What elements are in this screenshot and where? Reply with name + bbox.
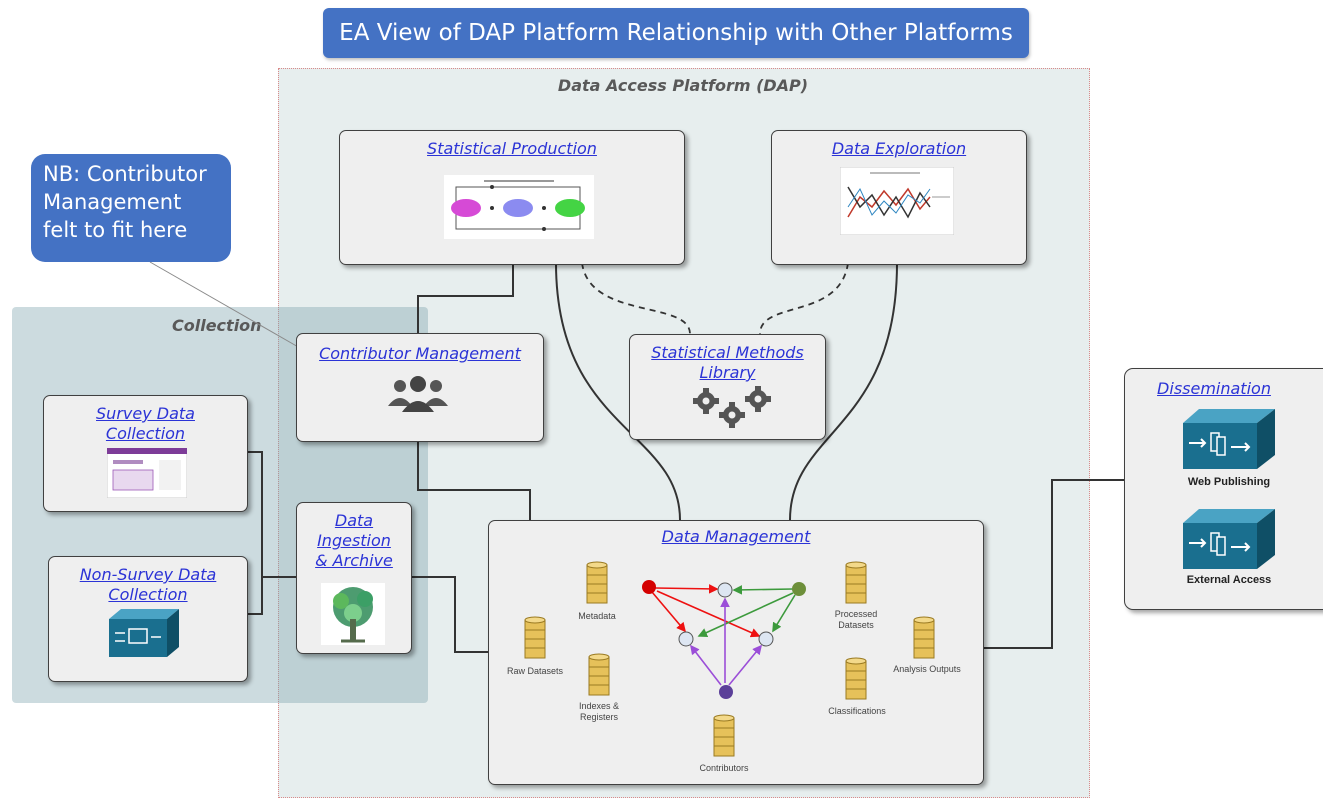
callout-pointer-line xyxy=(149,261,301,349)
metadata-label: Metadata xyxy=(578,611,616,621)
data-ingestion-archive-link[interactable]: Data Ingestion & Archive xyxy=(297,511,411,571)
dissemination-box[interactable]: Dissemination Web Publishing External Ac… xyxy=(1124,368,1323,610)
tree-network-icon xyxy=(321,583,385,645)
note-callout-line: Management xyxy=(43,190,182,214)
processed-datasets-label: Processed Datasets xyxy=(823,609,889,631)
processed-datasets-line: Datasets xyxy=(838,620,874,630)
process-flow-thumbnail xyxy=(444,175,594,239)
diagram-title: EA View of DAP Platform Relationship wit… xyxy=(323,8,1029,58)
non-survey-data-collection-line: Collection xyxy=(108,585,188,604)
note-callout: NB: Contributor Management felt to fit h… xyxy=(31,154,231,262)
statistical-production-link[interactable]: Statistical Production xyxy=(427,139,597,158)
link-collection-bracket xyxy=(246,451,263,615)
external-access-label: External Access xyxy=(1186,574,1272,586)
raw-datasets-database-icon xyxy=(524,616,546,659)
data-relationship-graph xyxy=(642,580,806,699)
raw-datasets-label: Raw Datasets xyxy=(506,666,564,676)
link-production-data-management xyxy=(555,262,681,521)
dissemination-link[interactable]: Dissemination xyxy=(1157,379,1271,398)
statistical-methods-line: Library xyxy=(699,363,756,382)
survey-form-thumbnail xyxy=(107,448,187,498)
link-data-management-dissemination xyxy=(982,479,1124,649)
processed-datasets-line: Processed xyxy=(834,609,878,619)
data-appliance-icon xyxy=(109,609,179,657)
indexes-registers-line: Indexes & xyxy=(578,701,620,711)
non-survey-data-collection-box[interactable]: Non-Survey Data Collection xyxy=(48,556,248,682)
statistical-methods-library-box[interactable]: Statistical Methods Library xyxy=(629,334,826,440)
classifications-database-icon xyxy=(845,657,867,700)
data-exploration-box[interactable]: Data Exploration xyxy=(771,130,1027,265)
data-ingestion-line: Ingestion xyxy=(317,531,391,550)
link-exploration-methods-dashed xyxy=(759,262,849,335)
contributor-management-box[interactable]: Contributor Management xyxy=(296,333,544,442)
analysis-outputs-label: Analysis Outputs xyxy=(893,664,961,674)
link-production-methods-dashed xyxy=(581,262,691,335)
metadata-database-icon xyxy=(586,561,608,604)
data-management-link[interactable]: Data Management xyxy=(661,527,811,546)
survey-data-collection-line: Collection xyxy=(105,424,186,443)
data-ingestion-archive-box[interactable]: Data Ingestion & Archive xyxy=(296,502,412,654)
statistical-methods-line: Statistical Methods xyxy=(651,343,804,362)
analysis-outputs-database-icon xyxy=(913,616,935,659)
link-exploration-data-management xyxy=(789,262,898,521)
statistical-production-box[interactable]: Statistical Production xyxy=(339,130,685,265)
line-chart-thumbnail xyxy=(840,167,954,235)
non-survey-data-collection-link[interactable]: Non-Survey Data Collection xyxy=(49,565,247,605)
web-publishing-label: Web Publishing xyxy=(1187,476,1271,488)
people-group-icon xyxy=(388,376,448,412)
web-publishing-appliance-icon xyxy=(1183,409,1275,469)
contributors-database-icon xyxy=(713,714,735,757)
non-survey-data-collection-line: Non-Survey Data xyxy=(79,565,217,584)
indexes-registers-line: Registers xyxy=(579,712,618,722)
note-callout-line: NB: Contributor xyxy=(43,162,207,186)
classifications-label: Classifications xyxy=(828,706,886,716)
indexes-registers-label: Indexes & Registers xyxy=(569,701,629,723)
data-management-box[interactable]: Data Management Metadata Raw Datasets xyxy=(488,520,984,785)
link-production-contributor xyxy=(417,263,514,333)
note-callout-line: felt to fit here xyxy=(43,218,188,242)
collection-label: Collection xyxy=(172,316,262,335)
processed-datasets-database-icon xyxy=(845,561,867,604)
data-exploration-link[interactable]: Data Exploration xyxy=(831,139,967,158)
survey-data-collection-link[interactable]: Survey Data Collection xyxy=(44,404,247,444)
data-ingestion-line: & Archive xyxy=(315,551,393,570)
link-ingestion-data-management xyxy=(410,576,488,653)
survey-data-collection-line: Survey Data xyxy=(96,404,195,423)
external-access-appliance-icon xyxy=(1183,509,1275,569)
survey-data-collection-box[interactable]: Survey Data Collection xyxy=(43,395,248,512)
statistical-methods-link[interactable]: Statistical Methods Library xyxy=(630,343,825,383)
gears-icon xyxy=(693,386,771,428)
contributor-management-link[interactable]: Contributor Management xyxy=(319,344,521,363)
data-ingestion-line: Data xyxy=(334,511,374,530)
link-contributor-data-management xyxy=(417,440,531,520)
contributors-label: Contributors xyxy=(699,763,749,773)
dap-platform-label: Data Access Platform (DAP) xyxy=(557,76,809,95)
indexes-registers-database-icon xyxy=(588,653,610,696)
